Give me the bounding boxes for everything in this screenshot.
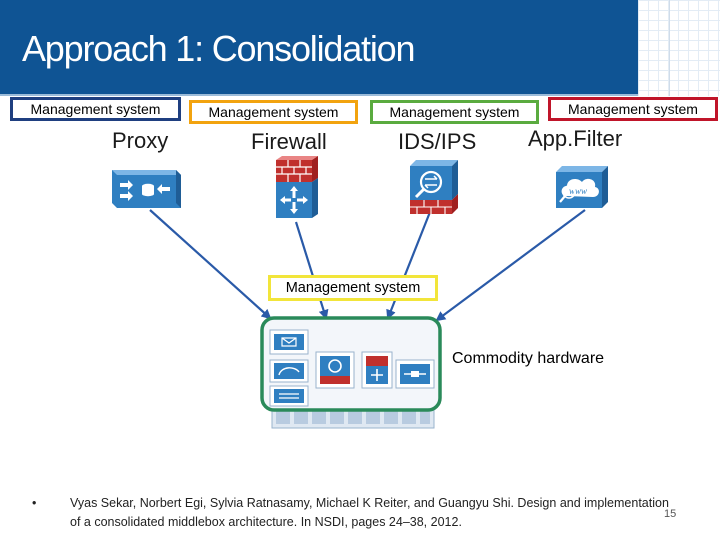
consolidated-modules [269,329,435,407]
ids-ips-icon [410,160,458,214]
arrow-app-filter [435,209,586,322]
proxy-icon [112,170,181,208]
header-divider [669,0,670,96]
slide-title: Approach 1: Consolidation [22,28,415,69]
title-bar-rule [0,94,638,96]
app-filter-label: App.Filter [528,126,623,151]
management-system-ids-ips: Management system [370,100,539,124]
title-bar [0,0,638,94]
management-system-app-filter: Management system [548,97,718,121]
header-grid-pattern [638,0,720,96]
firewall-label: Firewall [251,129,327,154]
arrow-firewall [294,221,329,320]
proxy-label: Proxy [112,128,169,153]
footnote-citation: Vyas Sekar, Norbert Egi, Sylvia Ratnasam… [70,496,669,529]
footnote-bullet: • [32,496,37,510]
central-management-system: Management system [268,275,438,301]
commodity-hardware-label: Commodity hardware [452,350,605,367]
management-system-proxy: Management system [10,97,181,121]
management-system-firewall: Management system [189,100,358,124]
arrow-ids-ips [386,211,432,320]
ids-ips-label: IDS/IPS [398,129,477,154]
page-number: 15 [664,508,677,520]
firewall-icon [276,156,318,218]
app-filter-icon: www [556,166,608,208]
svg-text:www: www [569,186,587,196]
arrow-proxy [149,209,272,320]
